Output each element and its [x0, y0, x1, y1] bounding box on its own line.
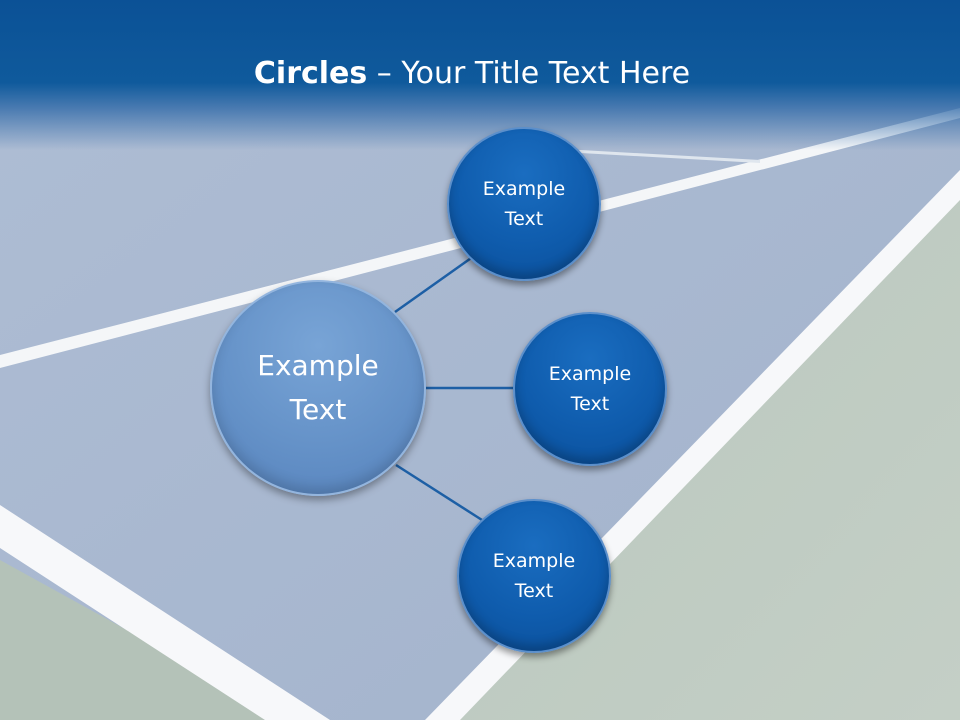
satellite-circle-middle[interactable]: Example Text	[513, 312, 667, 466]
satellite-circle-label: Example Text	[482, 178, 566, 230]
court-line-far	[545, 148, 760, 163]
title-rest: – Your Title Text Here	[367, 56, 691, 91]
court-line-baseline	[0, 505, 330, 720]
title-banner	[0, 0, 960, 150]
connector-bottom	[395, 463, 483, 522]
center-circle[interactable]: Example Text	[210, 280, 426, 496]
title-bold: Circles	[253, 56, 368, 91]
satellite-circle-label: Example Text	[492, 550, 576, 602]
satellite-circle-bottom[interactable]: Example Text	[457, 499, 611, 653]
satellite-circle-top[interactable]: Example Text	[447, 127, 601, 281]
connector-top	[394, 254, 475, 314]
satellite-circle-label: Example Text	[548, 363, 632, 415]
slide-title: Circles – Your Title Text Here	[0, 54, 944, 94]
center-circle-label: Example Text	[257, 349, 379, 426]
